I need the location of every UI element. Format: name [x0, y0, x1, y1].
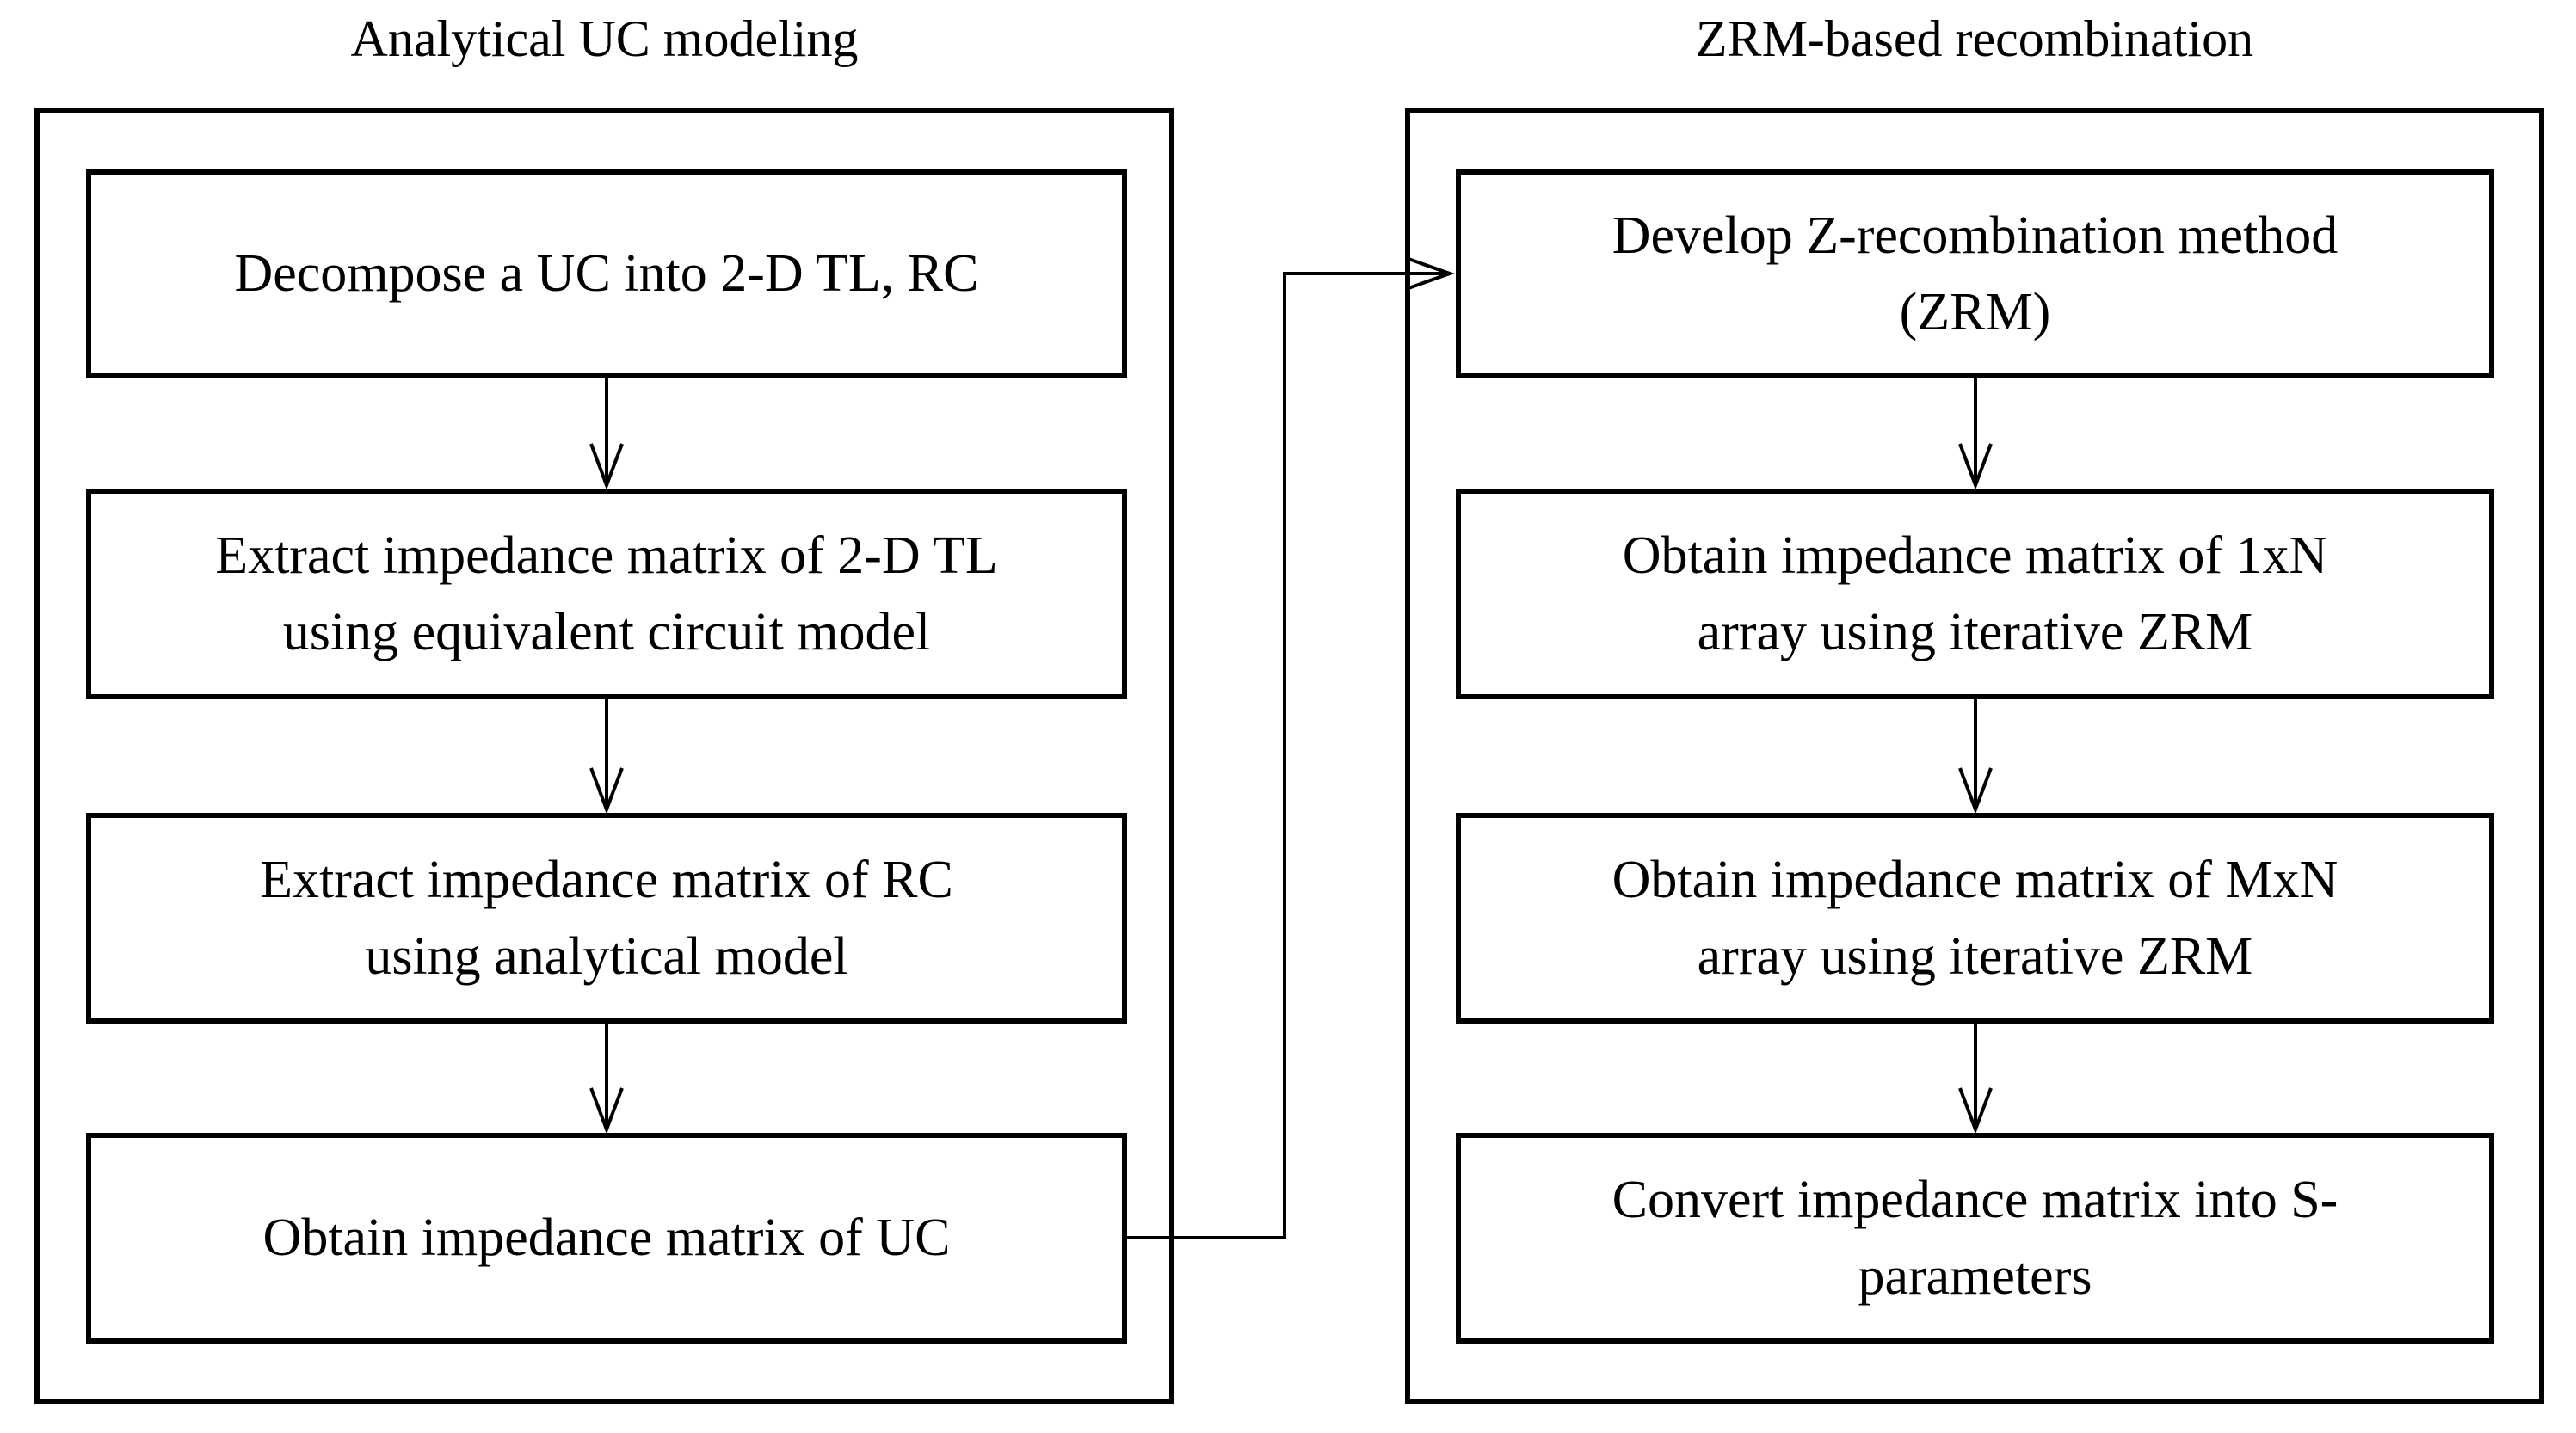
flow-box-obtain-z-1xn: Obtain impedance matrix of 1xN array usi… [1456, 489, 2494, 699]
flow-box-develop-zrm: Develop Z-recombination method (ZRM) [1456, 169, 2494, 378]
left-panel-title: Analytical UC modeling [350, 10, 859, 67]
right-panel-title: ZRM-based recombination [1695, 10, 2254, 67]
flow-box-obtain-z-mxn: Obtain impedance matrix of MxN array usi… [1456, 813, 2494, 1024]
flow-box-extract-z-rc: Extract impedance matrix of RC using ana… [86, 813, 1127, 1024]
flow-box-obtain-z-uc: Obtain impedance matrix of UC [86, 1133, 1127, 1344]
flow-box-convert-sparams: Convert impedance matrix into S- paramet… [1456, 1133, 2494, 1344]
flow-box-decompose-uc: Decompose a UC into 2-D TL, RC [86, 169, 1127, 378]
flow-box-extract-z-2dtl: Extract impedance matrix of 2-D TL using… [86, 489, 1127, 699]
